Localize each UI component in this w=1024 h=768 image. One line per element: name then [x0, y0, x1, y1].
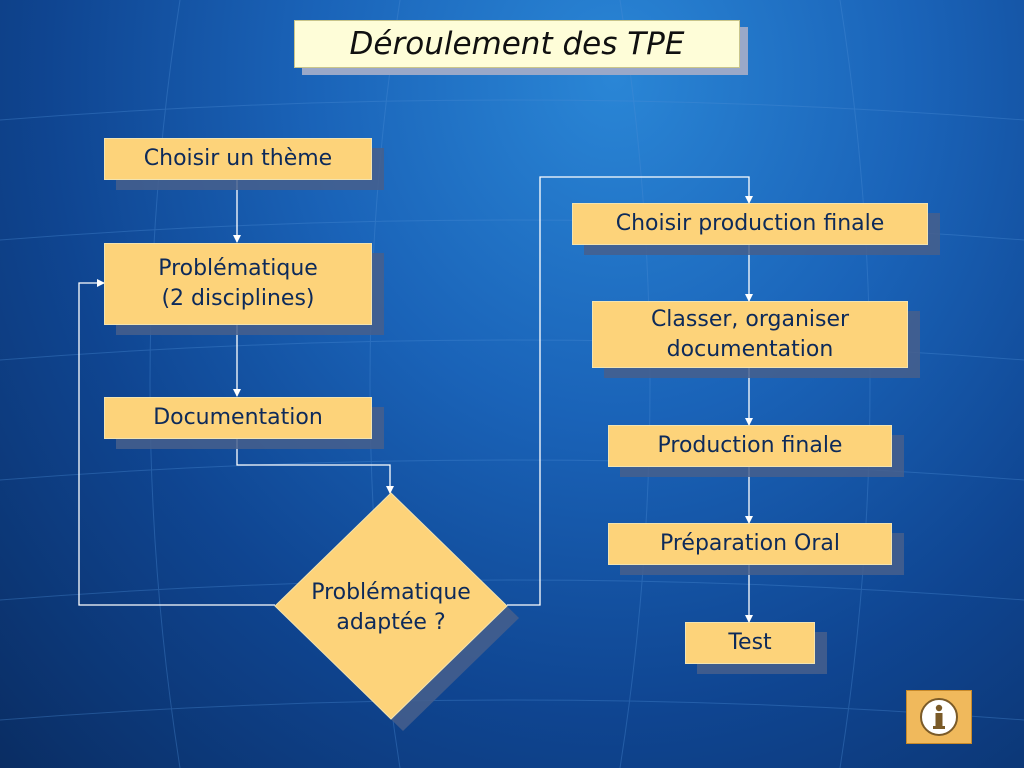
decision-problematique-adaptee: Problématique adaptée ?: [311, 580, 471, 635]
arrow-decision-no-loop: [78, 279, 275, 606]
arrow-decision-yes: [507, 176, 753, 606]
node-problematique: Problématique (2 disciplines): [104, 243, 372, 325]
node-documentation: Documentation: [104, 397, 372, 439]
node-production-finale: Production finale: [608, 425, 892, 467]
node-test: Test: [685, 622, 815, 664]
node-classer-organiser: Classer, organiser documentation: [592, 301, 908, 368]
title-box: Déroulement des TPE: [294, 20, 740, 68]
node-choisir-theme: Choisir un thème: [104, 138, 372, 180]
node-choisir-production-finale: Choisir production finale: [572, 203, 928, 245]
info-button[interactable]: [906, 690, 972, 744]
arrow-documentation-to-decision: [236, 437, 394, 494]
info-icon: [920, 698, 958, 736]
page-title: Déroulement des TPE: [349, 26, 685, 62]
node-preparation-oral: Préparation Oral: [608, 523, 892, 565]
